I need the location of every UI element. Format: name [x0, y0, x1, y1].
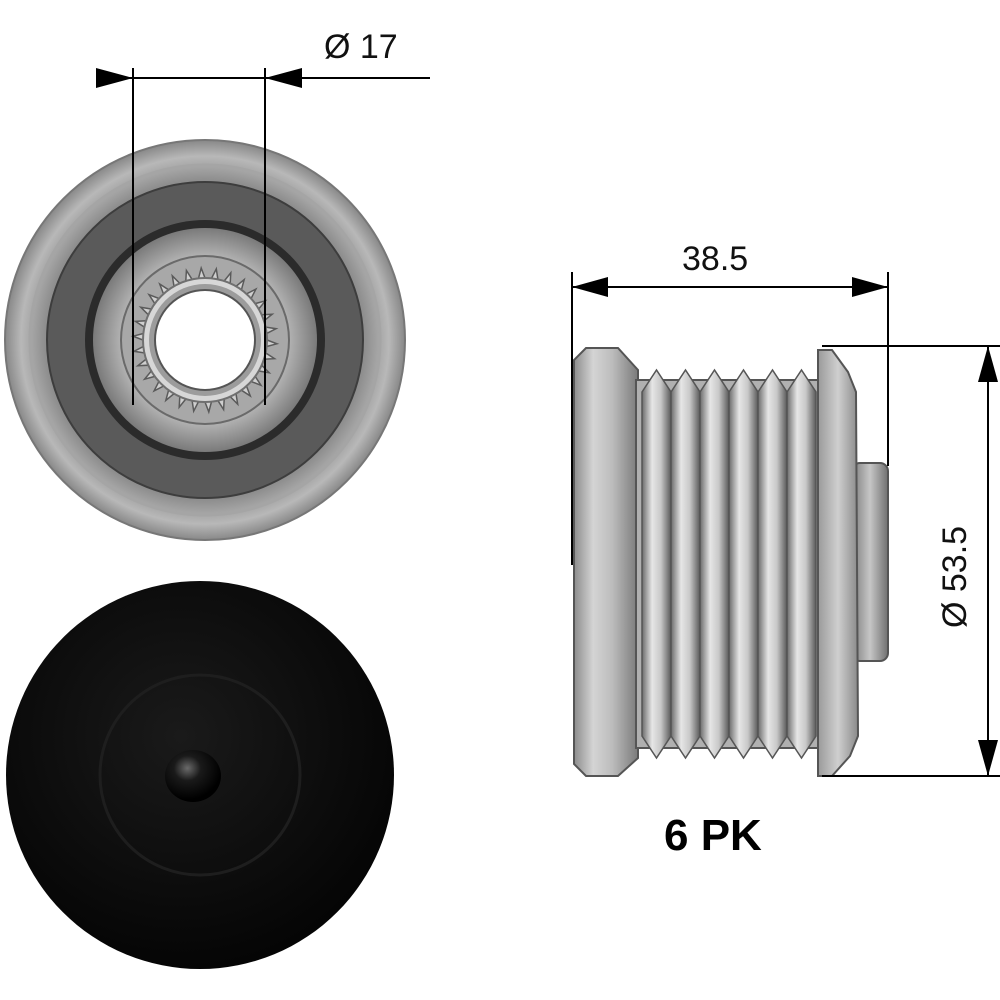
- belt-rib: [670, 368, 701, 760]
- belt-rib: [728, 368, 759, 760]
- belt-rib: [786, 368, 817, 760]
- belt-ribs: [641, 368, 817, 760]
- bore-hole: [154, 289, 256, 391]
- arrowhead-left: [572, 277, 608, 297]
- arrowhead-left: [96, 68, 133, 88]
- width-dimension: 38.5: [571, 240, 889, 565]
- belt-profile-label: 6 PK: [664, 811, 762, 860]
- bore-diameter-label: Ø 17: [324, 28, 398, 66]
- belt-rib: [641, 368, 672, 760]
- outer-diameter-dimension: Ø 53.5: [822, 345, 1000, 777]
- belt-rib: [757, 368, 788, 760]
- rear-view: [6, 581, 394, 969]
- side-view: [573, 347, 889, 777]
- rear-flange: [817, 349, 860, 777]
- front-flange: [573, 347, 639, 777]
- flange-groove: [28, 163, 382, 517]
- arrowhead-right: [852, 277, 888, 297]
- width-label: 38.5: [682, 240, 748, 278]
- arrowhead-bottom: [978, 740, 998, 776]
- belt-rib: [699, 368, 730, 760]
- bore-dimension: Ø 17: [96, 28, 430, 405]
- cap-center-ring: [98, 673, 302, 877]
- cap-knob: [165, 750, 221, 802]
- arrowhead-right: [265, 68, 302, 88]
- front-view: [4, 139, 406, 541]
- outer-diameter-label: Ø 53.5: [936, 526, 974, 628]
- arrowhead-top: [978, 346, 998, 382]
